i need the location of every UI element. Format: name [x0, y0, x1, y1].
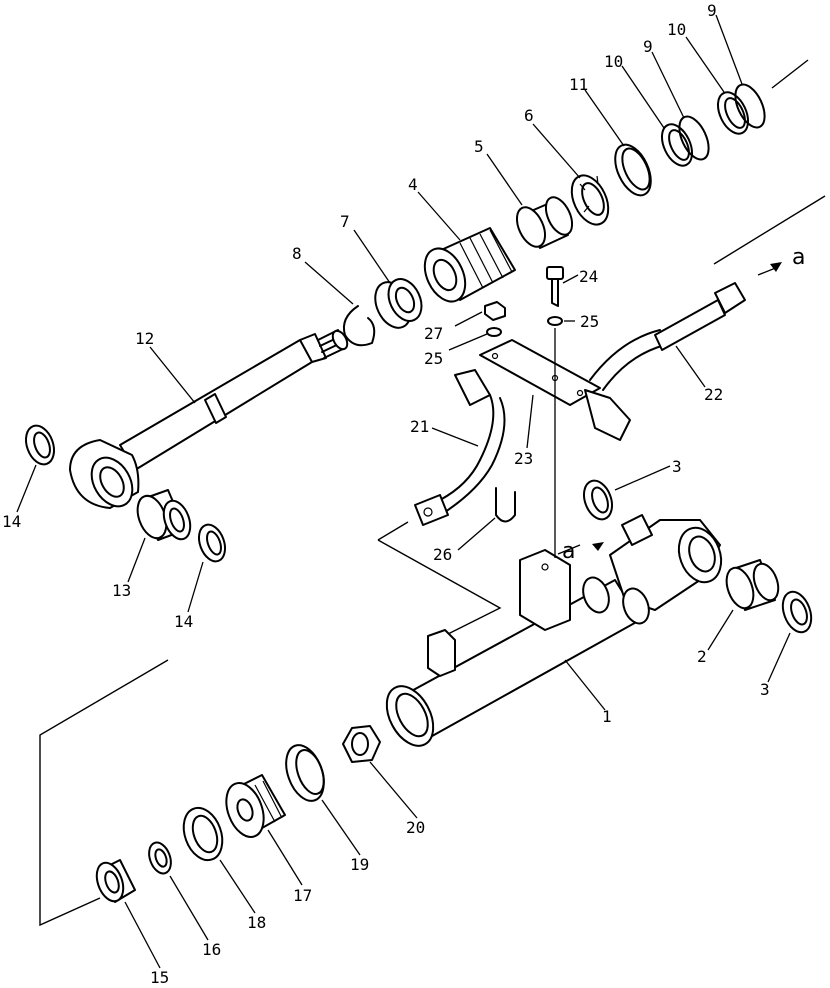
washer-part-25a: [547, 316, 563, 326]
cylinder-head-part-4: [423, 227, 516, 303]
seal-part-10b: [716, 91, 750, 135]
label-9-right: 9: [707, 1, 717, 20]
label-12: 12: [135, 329, 154, 348]
bushing-part-3b: [781, 590, 813, 634]
nut-part-15: [95, 859, 136, 903]
washer-part-25b: [486, 327, 502, 337]
hose-part-22: [584, 282, 746, 441]
arrow-a-top: [770, 262, 782, 272]
label-10-right: 10: [667, 20, 686, 39]
label-11: 11: [569, 75, 588, 94]
label-8: 8: [292, 244, 302, 263]
label-3-lower: 3: [760, 680, 770, 699]
tube-part-21: [414, 369, 506, 526]
snap-ring-part-8: [342, 305, 376, 347]
label-16: 16: [202, 940, 221, 959]
label-21: 21: [410, 417, 429, 436]
label-14-left: 14: [2, 512, 21, 531]
label-9-middle: 9: [643, 37, 653, 56]
label-22: 22: [704, 385, 723, 404]
bolt-part-24: [546, 266, 564, 307]
bushing-part-5: [515, 196, 574, 249]
plate-part-23: [479, 339, 601, 406]
seal-part-18: [182, 806, 224, 862]
piston-rod-part-12: [69, 329, 349, 509]
washer-part-16: [148, 841, 172, 875]
bushing-part-14b: [197, 523, 227, 563]
bushing-part-3a: [582, 479, 614, 521]
label-7: 7: [340, 212, 350, 231]
arrow-a-bottom: [592, 542, 604, 551]
label-3-upper: 3: [672, 457, 682, 476]
seal-part-10a: [660, 123, 694, 167]
label-20: 20: [406, 818, 425, 837]
bushing-part-2: [725, 559, 780, 611]
piston-part-17: [225, 774, 286, 838]
label-13: 13: [112, 581, 131, 600]
label-10-middle: 10: [604, 52, 623, 71]
label-24: 24: [579, 267, 598, 286]
label-14-right: 14: [174, 612, 193, 631]
backup-ring-part-9b: [734, 83, 766, 129]
cylinder-tube-part-1: [385, 514, 723, 747]
seal-ring-part-11: [614, 143, 652, 197]
wear-ring-part-19: [285, 744, 325, 802]
label-18: 18: [247, 913, 266, 932]
label-25-left: 25: [424, 349, 443, 368]
bearing-part-7: [374, 278, 423, 329]
label-6: 6: [524, 106, 534, 125]
u-bolt-part-26: [495, 487, 516, 523]
nut-part-27: [484, 301, 506, 321]
label-27: 27: [424, 324, 443, 343]
label-5: 5: [474, 137, 484, 156]
bushing-part-14a: [24, 424, 56, 466]
label-15: 15: [150, 968, 169, 987]
label-2: 2: [697, 647, 707, 666]
label-19: 19: [350, 855, 369, 874]
label-4: 4: [408, 175, 418, 194]
label-23: 23: [514, 449, 533, 468]
nut-part-20: [342, 725, 381, 763]
wear-ring-part-6: [570, 174, 610, 226]
connection-mark-a-bottom: a: [562, 539, 575, 564]
connection-mark-a-top: a: [792, 245, 805, 270]
label-26: 26: [433, 545, 452, 564]
label-17: 17: [293, 886, 312, 905]
label-25-right: 25: [580, 312, 599, 331]
part-number-labels: 1 2 3 3 4 5 6 7 8 9 9 10 10 11 12 13 14 …: [2, 1, 805, 987]
assembly-frame-lines: [39, 59, 826, 927]
label-1: 1: [602, 707, 612, 726]
bushing-part-13: [136, 489, 192, 541]
